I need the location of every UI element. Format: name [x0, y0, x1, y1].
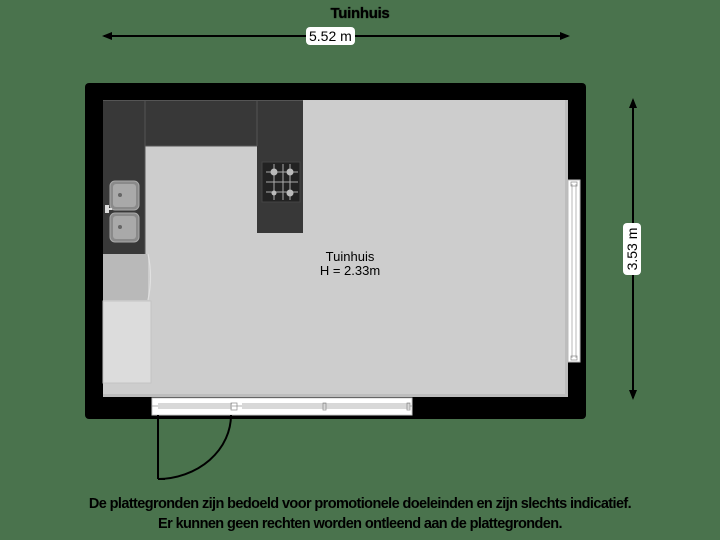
disclaimer: De plattegronden zijn bedoeld voor promo…: [0, 494, 720, 534]
plan-title: Tuinhuis: [330, 5, 390, 22]
sliding-window: [151, 397, 413, 416]
room-height: H = 2.33m: [319, 263, 381, 278]
room-label: Tuinhuis H = 2.33m: [290, 250, 410, 278]
side-window: [567, 179, 581, 363]
disclaimer-line-2: Er kunnen geen rechten worden ontleend a…: [158, 516, 563, 532]
gas-hob-icon: [261, 161, 301, 203]
door-swing-icon: [157, 414, 232, 480]
room-name: Tuinhuis: [325, 249, 375, 264]
kitchen-counter: [103, 100, 303, 254]
cabinet: [102, 300, 152, 384]
width-dimension-label: 5.52 m: [306, 27, 355, 45]
floor: [103, 100, 568, 397]
double-sink-icon: [105, 180, 140, 243]
disclaimer-line-1: De plattegronden zijn bedoeld voor promo…: [88, 496, 632, 512]
height-dimension-label: 3.53 m: [623, 223, 641, 275]
fridge: [103, 253, 152, 301]
